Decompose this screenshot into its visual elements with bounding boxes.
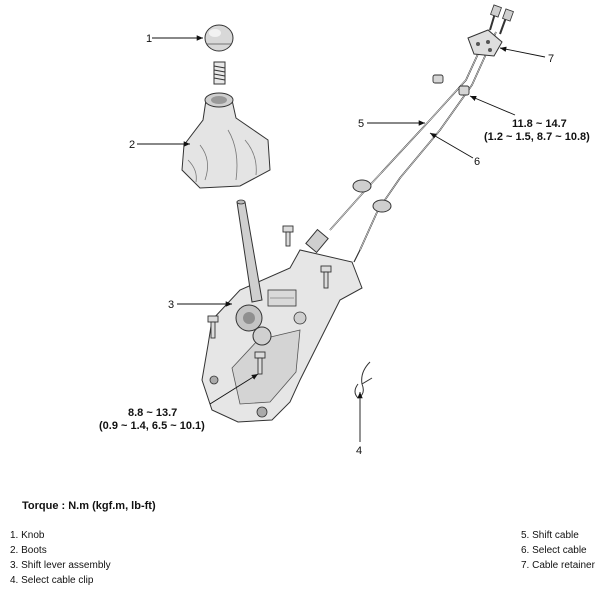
legend-item: 3. Shift lever assembly: [10, 560, 111, 571]
boots-part: [181, 92, 271, 189]
cable-retainer-part: [467, 4, 514, 57]
torque-top-line2: (1.2 ~ 1.5, 8.7 ~ 10.8): [484, 131, 590, 143]
torque-units-title: Torque : N.m (kgf.m, lb-ft): [22, 500, 156, 512]
callout-5-label: 5: [358, 118, 364, 130]
torque-top-line1: 11.8 ~ 14.7: [512, 118, 567, 130]
callout-7-label: 7: [548, 53, 554, 65]
mounting-bolts: [207, 225, 332, 375]
legend-right: 5. Shift cable 6. Select cable 7. Cable …: [521, 528, 595, 573]
callout-2-label: 2: [129, 139, 135, 151]
select-cable-clip-part: [354, 361, 373, 399]
callout-6-label: 6: [474, 156, 480, 168]
legend-item: 4. Select cable clip: [10, 575, 94, 586]
torque-bottom-line1: 8.8 ~ 13.7: [128, 407, 177, 419]
legend-item: 5. Shift cable: [521, 530, 579, 541]
torque-bottom-line2: (0.9 ~ 1.4, 6.5 ~ 10.1): [99, 420, 205, 432]
exploded-parts-diagram: 1 2 3 4 5 6 7 11.8 ~ 14.7 (1.2 ~ 1.5, 8.…: [99, 4, 590, 457]
callout-1-label: 1: [146, 33, 152, 45]
shift-cable-part: [305, 29, 490, 254]
callout-4-label: 4: [356, 445, 362, 457]
legend-left: 1. Knob 2. Boots 3. Shift lever assembly…: [10, 528, 111, 588]
shift-lever-assembly-part: [201, 199, 363, 423]
legend-item: 2. Boots: [10, 545, 47, 556]
legend-item: 6. Select cable: [521, 545, 587, 556]
callout-lines: [137, 35, 546, 442]
legend-item: 7. Cable retainer: [521, 560, 595, 571]
retainer-nuts: [432, 74, 470, 96]
knob-part: [204, 24, 234, 52]
select-cable-part: [353, 31, 497, 263]
callout-3-label: 3: [168, 299, 174, 311]
spring-part: [213, 61, 226, 85]
legend-item: 1. Knob: [10, 530, 45, 541]
